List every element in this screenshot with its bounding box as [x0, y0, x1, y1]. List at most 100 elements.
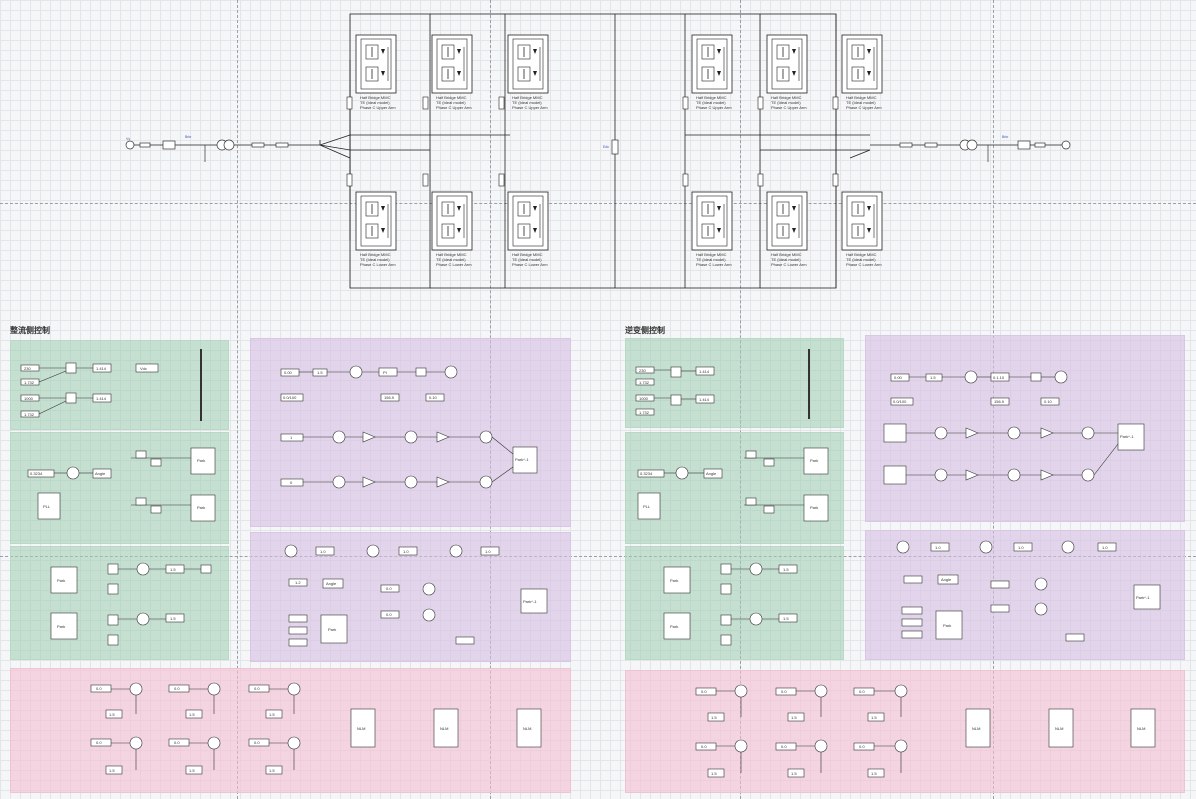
- inverter-outer-loop-panel[interactable]: 0.00 1.5 0.1.10 0.0/100 156.9 0.10 Park^…: [865, 335, 1185, 522]
- rect-mod-inv-park: Park^-1: [523, 599, 537, 604]
- mmc-label: Half Bridge MMC: [696, 95, 727, 100]
- inv-nlm-label: NLM: [972, 726, 980, 731]
- mmc-model-label: TE (Ideal model): [846, 100, 876, 105]
- breaker-label: Brkr: [1002, 135, 1009, 139]
- rect-outer-block: PI: [383, 370, 387, 375]
- rect-park-label: Park: [197, 458, 205, 463]
- rect-mod-val: 0.0: [386, 586, 392, 591]
- mmc-model-label: TE (Ideal model): [696, 100, 726, 105]
- inverter-modulation-panel[interactable]: 1.0 1.0 1.0 Angle Park Park^-1: [865, 530, 1185, 660]
- rect-pll-label: PLL: [43, 504, 51, 509]
- inverter-current-panel[interactable]: Park Park 1.5 1.5: [625, 546, 844, 660]
- rect-input-1: 230: [24, 366, 31, 371]
- mmc-model-label: TE (Ideal model): [512, 257, 542, 262]
- rect-outer-input: 1: [290, 435, 293, 440]
- rect-nlm-const: 0.0: [254, 686, 260, 691]
- inv-angle-label: Angle: [706, 471, 717, 476]
- rect-outer-const: 0.00: [284, 370, 293, 375]
- mmc-label: Half Bridge MMC: [771, 252, 802, 257]
- rect-pll-const: 0.3234: [30, 471, 43, 476]
- mmc-model-label: TE (Ideal model): [771, 257, 801, 262]
- mmc-label: Half Bridge MMC: [436, 95, 467, 100]
- mmc-arm-label: Phase C Lower Arm: [512, 262, 548, 267]
- breaker-label: Brkr: [185, 135, 192, 139]
- mmc-label: Half Bridge MMC: [360, 252, 391, 257]
- inv-nlm-gain: 1.5: [871, 715, 877, 720]
- inv-mod-angle: Angle: [941, 577, 952, 582]
- mmc-arm-label: Phase C Lower Arm: [360, 262, 396, 267]
- inverter-voltage-panel[interactable]: 230 1.732 1000 1.732 1.414 1.414: [625, 338, 844, 428]
- rectifier-modulation-panel[interactable]: 1.0 1.0 1.0 1.2 Angle Park 0.0 0.0 Park^…: [250, 532, 571, 662]
- inv-pll-label: PLL: [643, 504, 651, 509]
- mmc-arm-label: Phase C Lower Arm: [696, 262, 732, 267]
- inv-outer-block: 156.9: [994, 399, 1005, 404]
- inv-nlm-gain: 1.5: [871, 771, 877, 776]
- mmc-model-label: TE (Ideal model): [771, 100, 801, 105]
- inv-mod-park: Park: [943, 623, 951, 628]
- inv-park-label: Park: [810, 458, 818, 463]
- mmc-arm-label: Phase C Upper Arm: [846, 105, 882, 110]
- inv-mod-gain: 1.0: [935, 545, 941, 550]
- rect-nlm-label: NLM: [523, 726, 531, 731]
- mmc-arm-label: Phase C Lower Arm: [436, 262, 472, 267]
- rect-input-2: 1.732: [24, 380, 35, 385]
- rectifier-outer-loop-panel[interactable]: 0.00 1.5 PI 0.0/100 156.9 0.10 1 0 Park^…: [250, 338, 571, 527]
- rect-output: Vdc: [140, 366, 147, 371]
- inv-nlm-const: 0.0: [701, 744, 707, 749]
- dc-label: Edc: [603, 145, 609, 149]
- inv-nlm-gain: 1.5: [791, 715, 797, 720]
- rect-nlm-gain: 1.5: [189, 712, 195, 717]
- rect-nlm-label: NLM: [357, 726, 365, 731]
- inv-outer-block: 0.10: [1044, 399, 1053, 404]
- inv-nlm-const: 0.0: [701, 689, 707, 694]
- rect-mod-gain: 1.0: [320, 549, 326, 554]
- mmc-label: Half Bridge MMC: [512, 95, 543, 100]
- mmc-model-label: TE (Ideal model): [436, 100, 466, 105]
- mmc-model-label: TE (Ideal model): [846, 257, 876, 262]
- rect-input-3: 1000: [24, 396, 34, 401]
- inv-nlm-const: 0.0: [781, 689, 787, 694]
- mmc-label: Half Bridge MMC: [436, 252, 467, 257]
- mmc-arm-label: Phase C Upper Arm: [436, 105, 472, 110]
- inverter-pll-panel[interactable]: 0.3234 Angle PLL Park Park: [625, 432, 844, 544]
- mmc-arm-label: Phase C Upper Arm: [771, 105, 807, 110]
- mmc-model-label: TE (Ideal model): [436, 257, 466, 262]
- rect-nlm-gain: 1.5: [269, 712, 275, 717]
- inverter-nlm-panel[interactable]: 0.0 0.0 0.0 0.0 0.0 0.0 1.5 1.5 1.5 1.5 …: [625, 670, 1185, 793]
- rectifier-voltage-panel[interactable]: 230 1.732 1000 1.732 1.414 1.414 Vdc: [10, 340, 229, 430]
- inv-nlm-gain: 1.5: [711, 715, 717, 720]
- inv-mod-gain: 1.0: [1018, 545, 1024, 550]
- inv-outer-const: 0.0/100: [893, 399, 907, 404]
- inv-nlm-gain: 1.5: [711, 771, 717, 776]
- rect-current-gain: 1.5: [170, 567, 176, 572]
- inv-current-gain: 1.5: [783, 616, 789, 621]
- inv-park-label: Park: [670, 624, 678, 629]
- inv-gain: 1.414: [699, 369, 710, 374]
- rectifier-nlm-panel[interactable]: 0.0 0.0 0.0 0.0 0.0 0.0 1.5 1.5 1.5 1.5 …: [10, 668, 571, 793]
- guide-line-horizontal: [0, 203, 1196, 204]
- inv-mod-inv-park: Park^-1: [1136, 595, 1150, 600]
- rect-angle-label: Angle: [95, 471, 106, 476]
- rect-gain: 1.414: [96, 396, 107, 401]
- mmc-arm-label: Phase C Lower Arm: [771, 262, 807, 267]
- rectifier-current-panel[interactable]: Park Park 1.5 1.5: [10, 546, 229, 660]
- rect-nlm-const: 0.0: [96, 740, 102, 745]
- rect-mod-park: Park: [328, 627, 336, 632]
- rect-mod-val: 0.0: [386, 612, 392, 617]
- inv-outer-block: 1.5: [930, 375, 936, 380]
- rectifier-pll-panel[interactable]: 0.3234 Angle PLL Park Park: [10, 432, 229, 544]
- rect-nlm-label: NLM: [440, 726, 448, 731]
